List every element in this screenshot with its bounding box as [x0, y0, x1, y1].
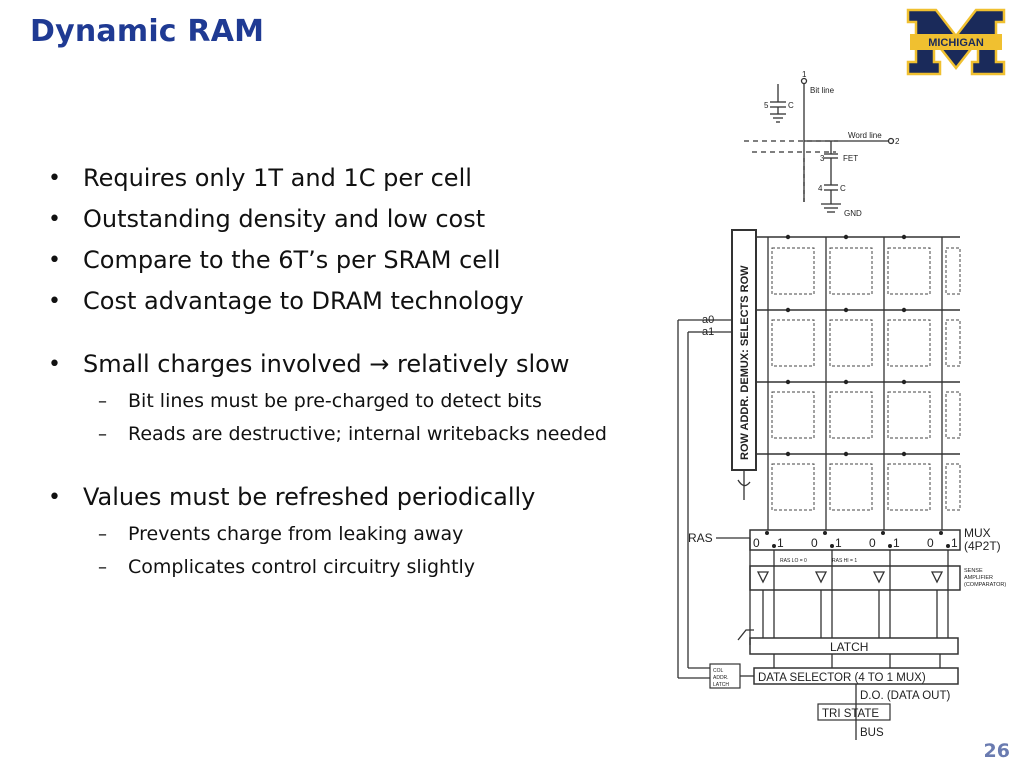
node-1-label: 1: [802, 70, 807, 79]
bullet-list: •Requires only 1T and 1C per cell •Outst…: [48, 158, 658, 584]
mux-zero-label: 0: [811, 536, 818, 550]
ras-hi-label: RAS HI = 1: [832, 558, 857, 564]
cell-row-1: [771, 247, 961, 295]
junction-dots: [765, 234, 950, 548]
gnd-label: GND: [844, 209, 862, 218]
node-5-label: 5: [764, 101, 769, 110]
data-selector-label: DATA SELECTOR (4 TO 1 MUX): [758, 672, 926, 684]
a1-label: a1: [702, 326, 714, 338]
mux-label: MUX: [964, 526, 991, 540]
cap-c-bottom-label: C: [840, 184, 846, 193]
slide-title: Dynamic RAM: [30, 14, 265, 49]
ras-label: RAS: [688, 531, 713, 545]
a0-label: a0: [702, 314, 714, 326]
row-decoder-label: ROW ADDR. DEMUX: SELECTS ROW: [739, 265, 751, 460]
mux-one-label: 1: [893, 536, 900, 550]
bullet-text: Outstanding density and low cost: [83, 205, 486, 233]
node-2-label: 2: [895, 137, 900, 146]
logo-text: MICHIGAN: [928, 37, 984, 49]
bullet-item: •Requires only 1T and 1C per cell: [48, 164, 472, 192]
sub-bullet-item: –Reads are destructive; internal writeba…: [98, 423, 607, 445]
cap-c-top-label: C: [788, 101, 794, 110]
bullet-text: Cost advantage to DRAM technology: [83, 287, 524, 315]
cell-row-3: [771, 391, 961, 439]
sub-bullet-item: –Complicates control circuitry slightly: [98, 556, 476, 578]
sub-bullet-text: Prevents charge from leaking away: [128, 523, 464, 545]
bullet-text: Requires only 1T and 1C per cell: [83, 164, 472, 192]
mux-one-label: 1: [835, 536, 842, 550]
bullet-item: •Small charges involved → relatively slo…: [48, 350, 570, 378]
sense-amp-label: SENSE: [964, 568, 983, 574]
word-line-label: Word line: [848, 131, 882, 140]
fet-label: FET: [843, 154, 858, 163]
memory-cell-array: [771, 247, 961, 511]
col-addr-label-3: LATCH: [713, 682, 729, 688]
mux-zero-label: 0: [753, 536, 760, 550]
dram-schematic: 1 Bit line 5 C Word line 2 3 FET 4 C GND…: [677, 70, 1006, 740]
bus-label: BUS: [860, 727, 884, 739]
mux-one-label: 1: [777, 536, 784, 550]
sense-amp-label-3: (COMPARATOR): [964, 582, 1006, 588]
cell-row-4: [771, 463, 961, 511]
latch-label: LATCH: [830, 640, 868, 654]
sub-bullet-text: Complicates control circuitry slightly: [128, 556, 476, 578]
michigan-logo: MICHIGAN: [906, 8, 1006, 76]
ras-lo-label: RAS LO = 0: [780, 558, 807, 564]
bullet-item: •Compare to the 6T’s per SRAM cell: [48, 246, 501, 274]
mux-zero-label: 0: [927, 536, 934, 550]
cell-row-2: [771, 319, 961, 367]
bullet-item: •Cost advantage to DRAM technology: [48, 287, 524, 315]
data-out-label: D.O. (DATA OUT): [860, 690, 950, 702]
sub-bullet-text: Reads are destructive; internal writebac…: [128, 423, 607, 445]
sense-amp-label-2: AMPLIFIER: [964, 575, 993, 581]
dram-cell-diagram: [744, 77, 895, 213]
bullet-text: Values must be refreshed periodically: [83, 483, 536, 511]
bullet-item: •Values must be refreshed periodically: [48, 483, 536, 511]
bullet-text: Compare to the 6T’s per SRAM cell: [83, 246, 501, 274]
col-addr-label-2: ADDR.: [713, 675, 729, 681]
mux-one-label: 1: [951, 536, 958, 550]
tri-state-label: TRI STATE: [822, 708, 879, 720]
sub-bullet-item: –Prevents charge from leaking away: [98, 523, 464, 545]
node-4-label: 4: [818, 184, 823, 193]
node-3-label: 3: [820, 154, 825, 163]
bit-line-label: Bit line: [810, 86, 835, 95]
mux-type-label: (4P2T): [964, 539, 1001, 553]
bullet-item: •Outstanding density and low cost: [48, 205, 486, 233]
bullet-text: Small charges involved → relatively slow: [83, 350, 570, 378]
sub-bullet-item: –Bit lines must be pre-charged to detect…: [98, 390, 542, 412]
page-number: 26: [983, 740, 1010, 762]
sub-bullet-text: Bit lines must be pre-charged to detect …: [128, 390, 542, 412]
mux-zero-label: 0: [869, 536, 876, 550]
col-addr-label: COL: [713, 668, 724, 674]
